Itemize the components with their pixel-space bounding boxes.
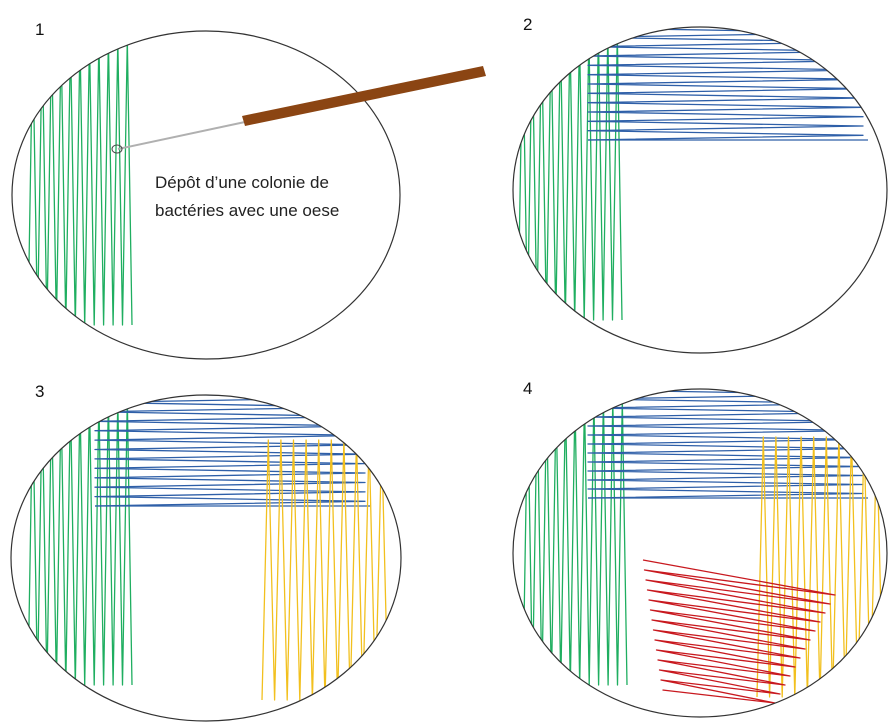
blue-streak — [587, 389, 864, 499]
caption-line-2: bactéries avec une oese — [155, 201, 339, 220]
dish-3-outline — [10, 394, 402, 722]
dish-4-outline — [512, 388, 888, 718]
green-streak — [522, 399, 628, 686]
panel-3-number: 3 — [35, 382, 45, 401]
red-streak — [642, 559, 836, 704]
blue-streak — [94, 395, 366, 507]
green-streak — [27, 39, 133, 326]
panel-1-number: 1 — [35, 20, 45, 39]
inoculation-loop-tip — [111, 144, 123, 154]
petri-dish-3 — [10, 394, 402, 722]
panel-4-number: 4 — [523, 379, 533, 398]
inoculation-loop-wire — [117, 121, 246, 150]
blue-streak — [587, 27, 864, 141]
caption-line-1: Dépôt d’une colonie de — [155, 173, 329, 192]
petri-dish-2 — [512, 26, 888, 354]
dish-2-outline — [512, 26, 888, 354]
green-streak — [517, 34, 623, 321]
green-streak — [27, 399, 133, 686]
petri-dish-4 — [512, 388, 888, 718]
petri-dish-1: Dépôt d’une colonie de bactéries avec un… — [11, 30, 486, 360]
inoculation-loop-handle — [242, 66, 486, 126]
yellow-streak — [261, 439, 389, 701]
panel-2-number: 2 — [523, 15, 533, 34]
dish-1-outline — [11, 30, 401, 360]
